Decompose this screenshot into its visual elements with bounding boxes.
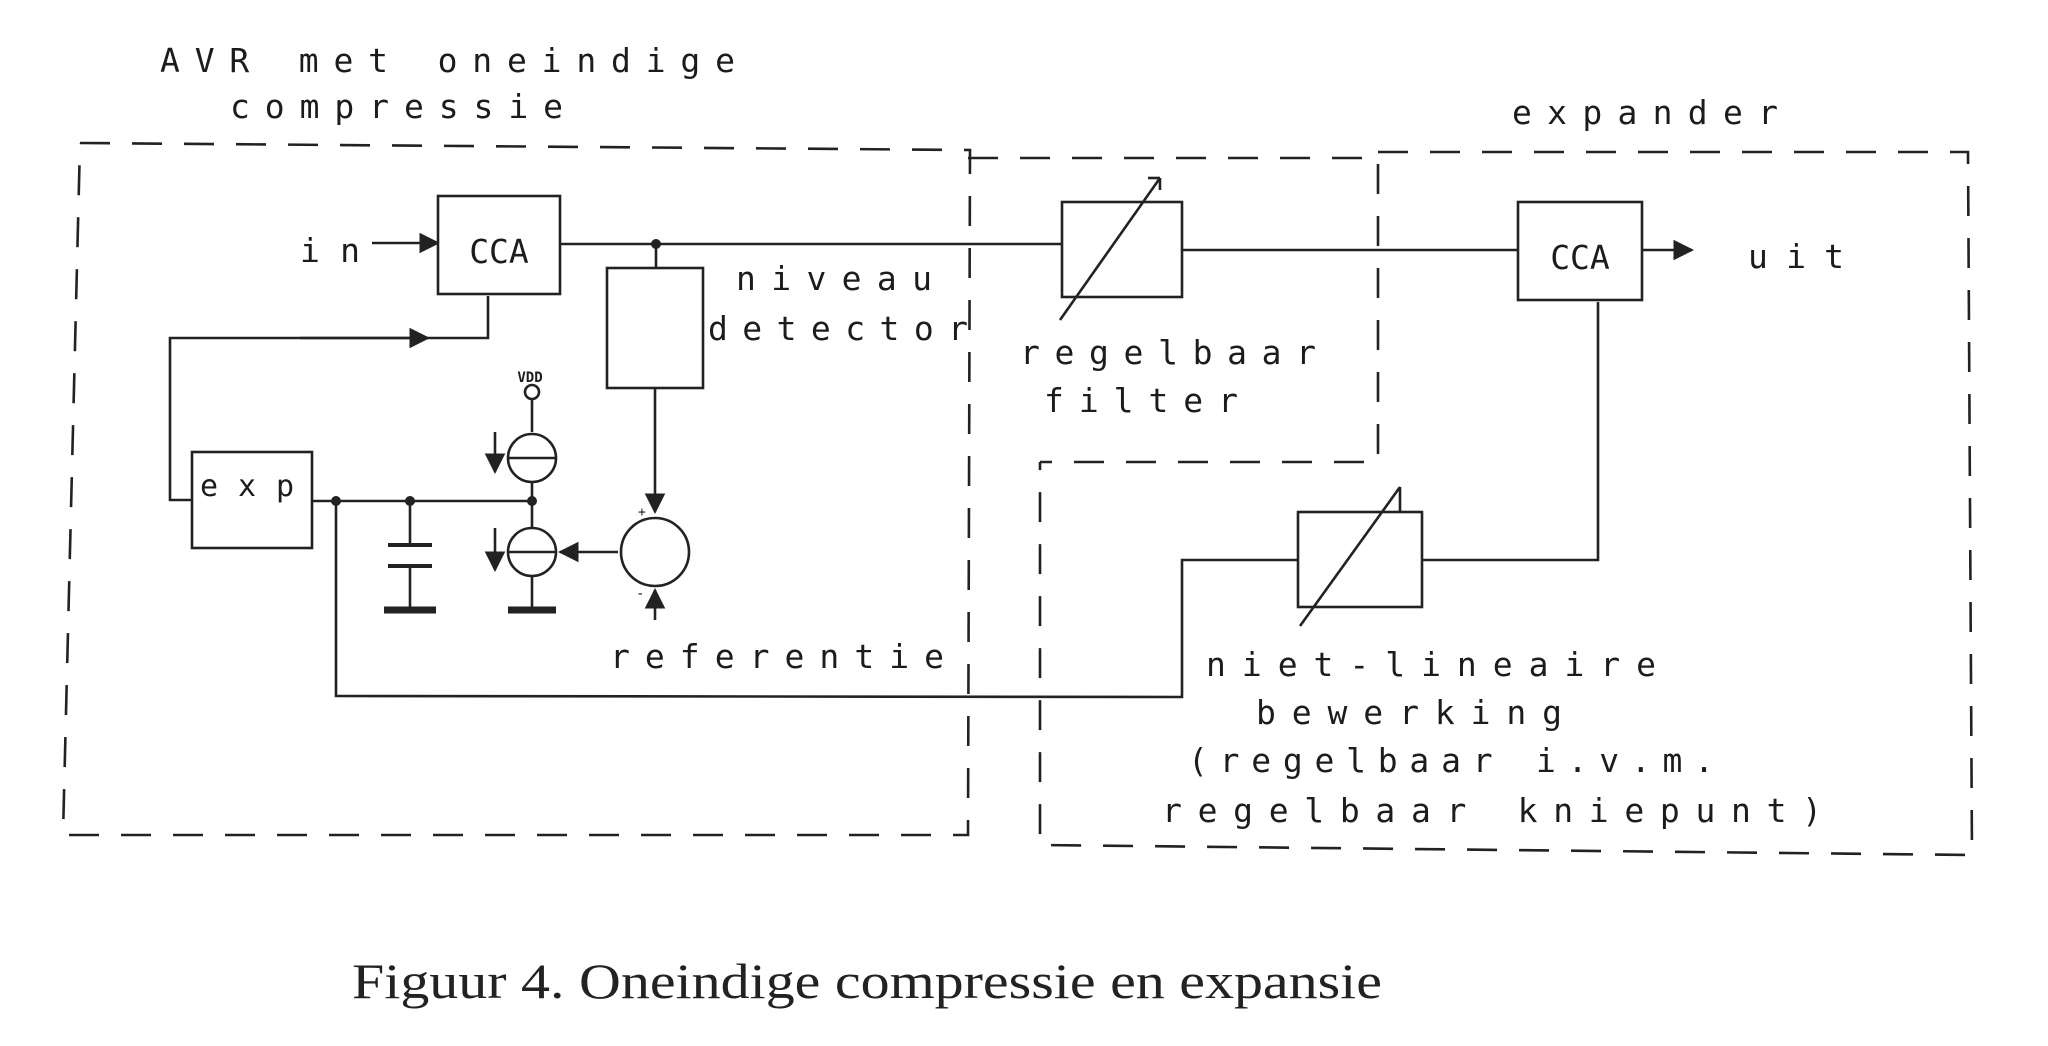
niet-lineaire-block (1296, 486, 1424, 627)
cca-right-label: CCA (1550, 238, 1610, 277)
uit-label: uit (1748, 237, 1844, 276)
vdd-terminal (523, 383, 541, 432)
avr-title-line2: compressie (230, 87, 563, 126)
capacitor-symbol (384, 543, 436, 614)
detector-label: detector (708, 309, 968, 348)
referentie-label: referentie (610, 637, 944, 676)
niveau-label: niveau (736, 259, 932, 298)
niveau-detector-box (605, 266, 705, 390)
bewerking-label: bewerking (1256, 693, 1562, 732)
upper-current-source-symbol (484, 432, 558, 484)
regelbaar-filter-block (1058, 176, 1184, 321)
in-label: in (300, 231, 360, 270)
lower-current-source-symbol (484, 526, 558, 614)
regelbaar-ivm-label: (regelbaar i.v.m. (1188, 741, 1714, 780)
junction-dots (331, 239, 661, 506)
exp-label: exp (200, 469, 294, 504)
niet-lineaire-label: niet-lineaire (1206, 645, 1656, 684)
signal-wires (168, 232, 1695, 699)
regelbaar-kniepunt-label: regelbaar kniepunt) (1162, 791, 1822, 830)
avr-region-boundary (61, 141, 972, 837)
exp-box (190, 450, 314, 550)
filter-label: filter (1044, 381, 1238, 420)
vdd-label: VDD (517, 370, 542, 386)
cca-left-label: CCA (469, 232, 529, 271)
avr-title-line1: AVR met oneindige (160, 41, 735, 80)
expander-title: expander (1512, 93, 1778, 132)
cca-left-box (436, 194, 562, 296)
comparator-plus-sign: + (638, 505, 646, 520)
figure-caption: Figuur 4. Oneindige compressie en expans… (352, 953, 1382, 1009)
comparator-circle (619, 516, 691, 588)
regelbaar-label: regelbaar (1020, 333, 1316, 372)
expander-region-boundary (1038, 150, 1974, 857)
comparator-minus-sign: - (636, 586, 644, 602)
cca-right-box (1516, 200, 1644, 302)
